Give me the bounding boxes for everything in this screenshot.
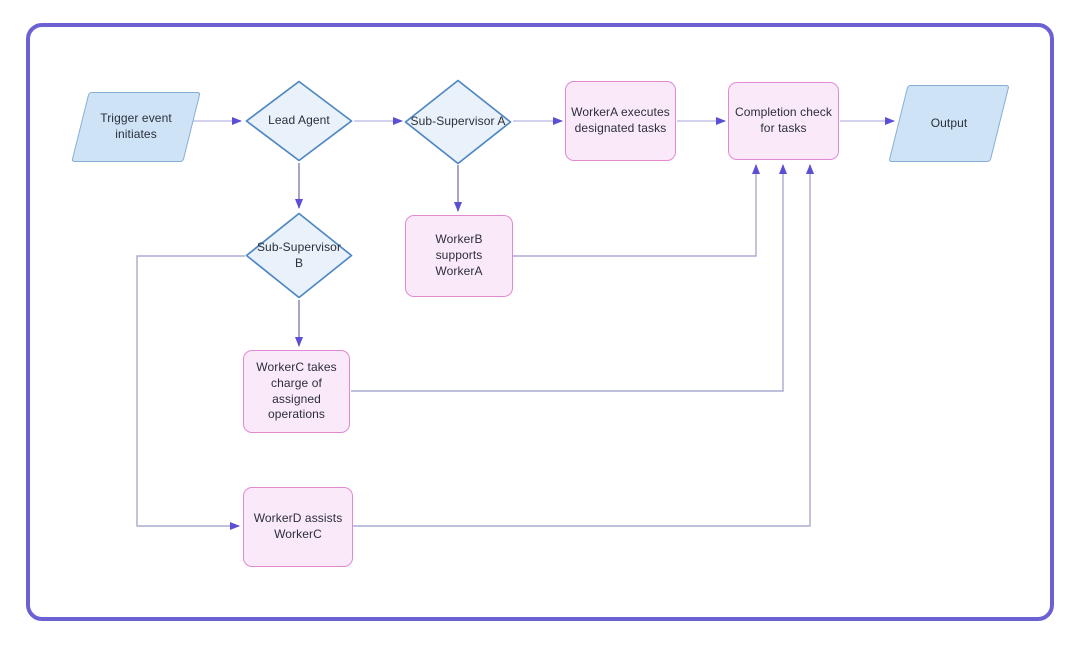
diagram-frame: [26, 23, 1054, 621]
node-label: Output: [930, 115, 968, 130]
node-completion-check[interactable]: Completion check for tasks: [728, 82, 839, 160]
edge-worker-d-to-completion: [353, 164, 814, 527]
node-worker-b[interactable]: WorkerB supports WorkerA: [405, 215, 513, 297]
node-worker-d[interactable]: WorkerD assists WorkerC: [243, 487, 353, 567]
diamond-shape: [404, 79, 512, 165]
node-label: WorkerA executes designated tasks: [571, 105, 670, 135]
process-shape: [728, 82, 839, 160]
node-label: WorkerC takes charge of assigned operati…: [256, 359, 337, 422]
diamond-shape: [245, 80, 353, 162]
node-output[interactable]: Output: [888, 85, 1010, 162]
process-shape: [243, 350, 350, 433]
process-shape: [243, 487, 353, 567]
edge-worker-c-to-completion: [351, 164, 787, 392]
node-label: Lead Agent: [268, 113, 330, 128]
node-label: Sub-Supervisor A: [410, 114, 506, 129]
process-shape: [565, 81, 676, 161]
node-lead-agent[interactable]: Lead Agent: [245, 80, 353, 162]
node-sub-supervisor-b[interactable]: Sub-Supervisor B: [245, 212, 353, 299]
node-sub-supervisor-a[interactable]: Sub-Supervisor A: [404, 79, 512, 165]
edge-worker-b-to-completion: [513, 164, 760, 257]
node-label: Trigger event initiates: [100, 111, 172, 141]
process-shape: [405, 215, 513, 297]
node-label: WorkerD assists WorkerC: [253, 511, 343, 541]
node-label: Sub-Supervisor B: [256, 239, 342, 270]
edge-sub-supervisor-b-to-worker-d: [136, 255, 245, 530]
node-label: Completion check for tasks: [735, 105, 832, 135]
node-trigger-event[interactable]: Trigger event initiates: [71, 92, 201, 162]
diamond-shape: [245, 212, 353, 299]
node-worker-c[interactable]: WorkerC takes charge of assigned operati…: [243, 350, 350, 433]
node-label: WorkerB supports WorkerA: [435, 232, 483, 278]
node-worker-a[interactable]: WorkerA executes designated tasks: [565, 81, 676, 161]
